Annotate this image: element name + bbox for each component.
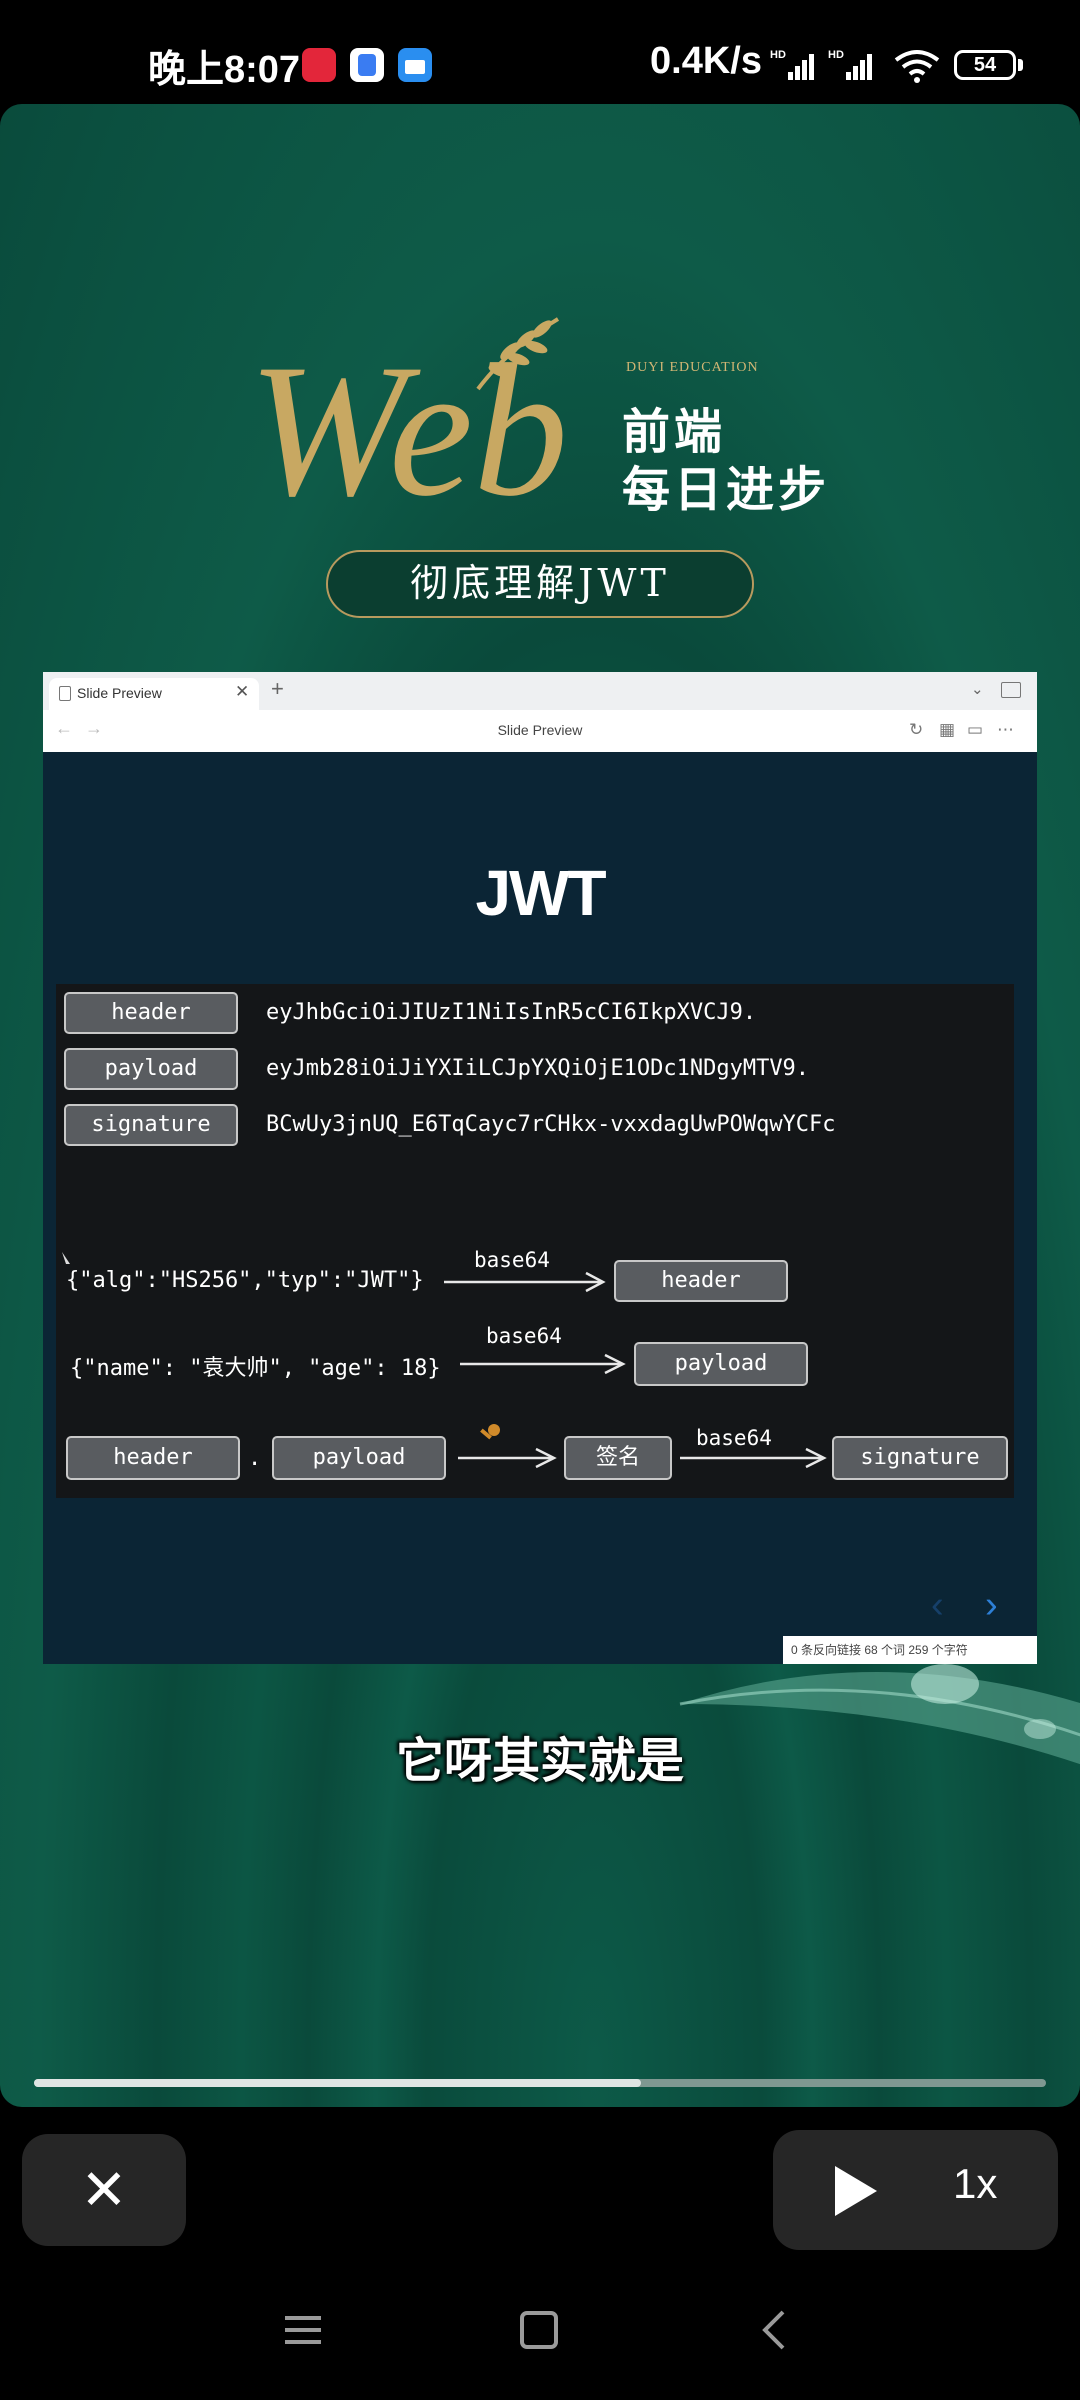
next-slide-icon[interactable]: ›: [985, 1584, 998, 1626]
forward-arrow-icon[interactable]: →: [85, 718, 103, 738]
payload-value: eyJmb28iOiJiYXIiLCJpYXQiOjE1ODc1NDgyMTV9…: [266, 1056, 810, 1081]
slide-status-text: 0 条反向链接 68 个词 259 个字符: [791, 1643, 968, 1657]
leaf-decoration: [679, 1664, 1080, 1765]
present-icon[interactable]: ▭: [967, 720, 984, 739]
play-icon: [835, 2166, 877, 2216]
progress-bar[interactable]: [34, 2079, 1046, 2087]
logo-brand: DUYI EDUCATION: [626, 360, 759, 375]
video-subtitle: 它呀其实就是: [395, 1735, 684, 1788]
slide-status-bar: 0 条反向链接 68 个词 259 个字符: [783, 1636, 1037, 1664]
browser-window: Slide Preview ✕ + ⌄ ← → Slide Preview ↻ …: [43, 672, 1037, 1664]
dot-separator: .: [248, 1446, 262, 1471]
payload-json: {"name": "袁大帅", "age": 18}: [70, 1356, 441, 1381]
status-bar: 晚上8:07 0.4K/s HD HD 54: [0, 0, 1080, 100]
sidebar-toggle-icon[interactable]: [1001, 682, 1021, 698]
refresh-icon[interactable]: ↻: [909, 720, 924, 739]
svg-text:HD: HD: [770, 49, 786, 61]
chevron-down-icon[interactable]: ⌄: [971, 681, 984, 698]
video-title: 彻底理解JWT: [326, 550, 754, 618]
flow-payload-box: payload: [634, 1342, 808, 1386]
browser-toolbar: ← → Slide Preview ↻ ▦ ▭ ⋯: [43, 710, 1037, 753]
header-json: {"alg":"HS256","typ":"JWT"}: [66, 1268, 424, 1293]
jwt-diagram: header eyJhbGciOiJIUzI1NiIsInR5cCI6IkpXV…: [56, 984, 1014, 1498]
home-icon[interactable]: [509, 2300, 569, 2360]
tab-bar: Slide Preview ✕ + ⌄: [43, 672, 1037, 710]
tab-slide-preview[interactable]: Slide Preview ✕: [49, 678, 259, 710]
base64-label-2: base64: [486, 1324, 562, 1348]
progress-fill: [34, 2079, 642, 2087]
menu-icon[interactable]: [273, 2300, 333, 2360]
logo-web-text: Web: [248, 326, 568, 519]
more-icon[interactable]: ⋯: [997, 720, 1014, 739]
app-blue-icon: [350, 48, 384, 82]
video-player[interactable]: Web DUYI EDUCATION 前端 每日进步 彻底理解JWT Slide…: [0, 104, 1080, 2107]
sign-box: 签名: [564, 1436, 672, 1480]
app-calendar-icon: [398, 48, 432, 82]
logo-line2: 每日进步: [622, 462, 831, 518]
back-icon[interactable]: [745, 2300, 805, 2360]
net-speed: 0.4K/s: [650, 40, 762, 82]
header-value: eyJhbGciOiJIUzI1NiIsInR5cCI6IkpXVCJ9.: [266, 1000, 757, 1025]
play-button[interactable]: 1x: [773, 2130, 1058, 2250]
prev-slide-icon[interactable]: ‹: [931, 1584, 944, 1626]
sign-payload-box: payload: [272, 1436, 446, 1480]
playback-speed[interactable]: 1x: [953, 2160, 998, 2207]
address-bar[interactable]: Slide Preview: [497, 722, 583, 738]
logo-line1: 前端: [622, 404, 727, 460]
new-tab-icon[interactable]: +: [271, 676, 284, 701]
app-red-icon: [302, 48, 336, 82]
slide: JWT header eyJhbGciOiJIUzI1NiIsInR5cCI6I…: [43, 752, 1037, 1664]
flow-signature-box: signature: [832, 1436, 1008, 1480]
flow-header-box: header: [614, 1260, 788, 1302]
close-button[interactable]: ✕: [22, 2134, 186, 2246]
sign-header-box: header: [66, 1436, 240, 1480]
diagram-arrows: [62, 1252, 827, 1469]
close-icon: ✕: [80, 2158, 128, 2221]
base64-label-3: base64: [696, 1426, 772, 1450]
base64-label-1: base64: [474, 1248, 550, 1272]
status-time: 晚上8:07: [148, 49, 301, 91]
back-arrow-icon[interactable]: ←: [55, 718, 73, 738]
payload-box: payload: [64, 1048, 238, 1090]
hd-signal-icon: HD: [828, 49, 872, 80]
tab-title: Slide Preview: [77, 685, 162, 701]
signature-box: signature: [64, 1104, 238, 1146]
close-tab-icon[interactable]: ✕: [235, 682, 250, 701]
signature-value: BCwUy3jnUQ_E6TqCayc7rCHkx-vxxdagUwPOWqwY…: [266, 1112, 836, 1137]
hd-signal-icon: HD: [770, 49, 814, 80]
web-logo: Web: [248, 317, 568, 519]
battery-indicator: 54: [954, 50, 1016, 80]
battery-tip: [1018, 59, 1023, 71]
grid-icon[interactable]: ▦: [939, 720, 956, 739]
wifi-icon: [894, 50, 940, 83]
header-box: header: [64, 992, 238, 1034]
document-icon: [59, 686, 71, 701]
slide-title: JWT: [475, 857, 606, 929]
svg-text:HD: HD: [828, 49, 844, 61]
